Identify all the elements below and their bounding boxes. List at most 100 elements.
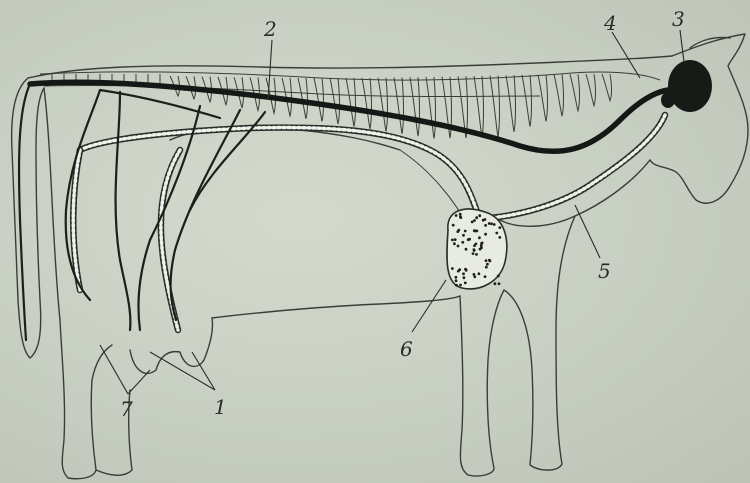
brain [661, 60, 712, 112]
gland-dot [484, 233, 487, 236]
rib [490, 76, 500, 138]
rib [474, 76, 484, 138]
front-leg-2 [504, 216, 575, 470]
leader-5 [575, 205, 600, 258]
rib [522, 75, 532, 127]
spine-upper [40, 72, 660, 80]
gland-dot [457, 229, 460, 232]
leader-6 [412, 280, 446, 332]
rib [378, 78, 388, 132]
nerve-branch-4 [171, 110, 240, 320]
rib [570, 74, 580, 111]
front-leg [460, 290, 504, 476]
tract-5-dots [490, 115, 665, 218]
gland-dot [498, 282, 501, 285]
rib [410, 77, 420, 136]
leader-lines [100, 30, 684, 394]
rib [298, 78, 308, 119]
gland-dot [459, 215, 462, 218]
gland-dot [498, 236, 501, 239]
rib [538, 75, 548, 122]
gland-dot [473, 248, 476, 251]
gland-dot [451, 239, 454, 242]
brain-stem [661, 92, 675, 108]
gland-dot [495, 232, 498, 235]
nerve-branch-2 [116, 92, 131, 330]
gland-dot [463, 276, 466, 279]
gland-dot [474, 230, 477, 233]
gland-dot [455, 214, 458, 217]
gland-dot [486, 263, 489, 266]
label-7: 7 [120, 397, 133, 421]
gland-dot [480, 246, 483, 249]
label-2: 2 [263, 17, 277, 41]
gland-dot [457, 245, 460, 248]
gland-dot [475, 216, 478, 219]
leader-3 [680, 30, 684, 62]
gland-dot [475, 243, 478, 246]
gland-dot [478, 214, 481, 217]
gland-dot [462, 272, 465, 275]
back-tract [80, 128, 478, 215]
gland-dot [488, 259, 491, 262]
label-1: 1 [214, 395, 227, 419]
gland-dot [482, 219, 485, 222]
back-line [28, 56, 672, 78]
gland-dot [455, 284, 458, 287]
gland-dot [452, 224, 455, 227]
rib [586, 74, 596, 106]
rib [394, 77, 404, 133]
rib [506, 75, 516, 132]
gland-dot [454, 238, 457, 241]
gland-dot [497, 275, 500, 278]
gland-dot [455, 276, 458, 279]
gland-dot [478, 272, 481, 275]
leader-4 [612, 32, 640, 78]
rib [346, 78, 356, 127]
gland-dot [485, 259, 488, 262]
gland-dot [457, 270, 460, 273]
gland-dot [467, 238, 470, 241]
gland-dot [493, 223, 496, 226]
gland-dot [484, 275, 487, 278]
gland-dot [473, 275, 476, 278]
gland-dot [465, 248, 468, 251]
leader-7b [128, 370, 150, 394]
tail-nerve [19, 84, 30, 340]
gland-dot [464, 230, 467, 233]
rump-rear [44, 88, 60, 320]
gland-dot [453, 242, 456, 245]
rib [554, 74, 564, 116]
rib [602, 74, 612, 101]
label-3: 3 [672, 7, 685, 31]
gland-dot [475, 253, 478, 256]
leader-1b [192, 352, 215, 390]
label-5: 5 [598, 259, 611, 283]
rib [362, 78, 372, 129]
gland-dot [485, 266, 488, 269]
nerve-branch-6 [100, 90, 220, 118]
rib [314, 78, 324, 121]
hind-leg [60, 320, 112, 479]
gland-dot [459, 213, 462, 216]
gland-dot [462, 234, 465, 237]
leader-7a [100, 345, 128, 394]
nerve-tracts [19, 82, 668, 340]
gland-dot [494, 282, 497, 285]
tail [12, 78, 44, 358]
gland-dot [459, 284, 462, 287]
label-4: 4 [603, 11, 617, 35]
gland-dot [478, 236, 481, 239]
label-6: 6 [400, 337, 413, 361]
gland-dot [471, 221, 474, 224]
gland-dot [498, 226, 501, 229]
gland-dot [451, 267, 454, 270]
gland-dot [464, 268, 467, 271]
gland-dot [484, 224, 487, 227]
back-tract-dots [80, 128, 478, 215]
rib [330, 78, 340, 124]
gland [447, 209, 507, 289]
gland-dot [473, 273, 476, 276]
